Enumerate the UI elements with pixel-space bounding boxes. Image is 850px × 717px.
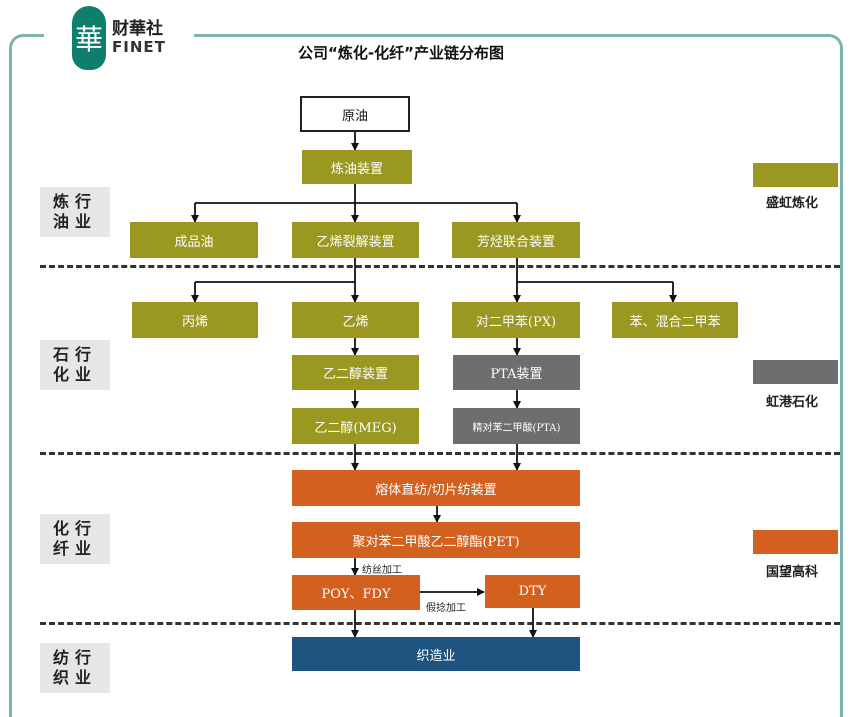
connector-lines xyxy=(191,132,677,638)
legend-label-honggang: 虹港石化 xyxy=(766,395,819,410)
sector-textile: 纺行织业 xyxy=(40,643,110,693)
diagram-title: 公司“炼化-化纤”产业链分布图 xyxy=(298,44,504,62)
node-weaving: 织造业 xyxy=(292,637,580,671)
legend-swatch-guowang xyxy=(753,530,838,554)
node-benzene-xylene: 苯、混合二甲苯 xyxy=(612,302,738,338)
brand-name-en: FINET xyxy=(112,38,166,56)
node-crude-oil: 原油 xyxy=(300,96,410,132)
node-refinery: 炼油装置 xyxy=(302,150,412,184)
node-meg: 乙二醇(MEG) xyxy=(292,408,419,444)
brand-name-cn: 财華社 xyxy=(112,19,163,39)
node-eg-unit: 乙二醇装置 xyxy=(292,355,419,390)
legend-label-guowang: 国望高科 xyxy=(766,565,819,580)
divider-3 xyxy=(40,622,840,625)
node-pet: 聚对苯二甲酸乙二醇酯(PET) xyxy=(292,522,580,558)
node-pta-unit: PTA装置 xyxy=(453,355,580,390)
node-px: 对二甲苯(PX) xyxy=(452,302,580,338)
legend-label-shenghong: 盛虹炼化 xyxy=(766,196,819,211)
node-pta: 精对苯二甲酸(PTA) xyxy=(453,408,580,444)
node-aromatics-complex: 芳烃联合装置 xyxy=(452,222,580,258)
node-ethylene: 乙烯 xyxy=(292,302,419,338)
annotation-spinning: 纺丝加工 xyxy=(362,565,402,576)
outer-frame xyxy=(9,34,843,717)
node-propylene: 丙烯 xyxy=(132,302,258,338)
sector-petrochem: 石行化业 xyxy=(40,340,110,390)
legend-swatch-honggang xyxy=(753,360,838,384)
annotation-texturing: 假捻加工 xyxy=(426,603,466,614)
sector-refining: 炼行油业 xyxy=(40,187,110,237)
node-spinning-unit: 熔体直纺/切片纺装置 xyxy=(292,470,580,506)
node-poy-fdy: POY、FDY xyxy=(292,575,420,610)
finet-seal-logo: 華 xyxy=(72,6,106,70)
divider-1 xyxy=(40,265,840,268)
node-refined-products: 成品油 xyxy=(130,222,258,258)
legend-swatch-shenghong xyxy=(753,163,838,187)
divider-2 xyxy=(40,452,840,455)
node-dty: DTY xyxy=(485,575,580,608)
node-ethylene-cracker: 乙烯裂解装置 xyxy=(292,222,419,258)
sector-fiber: 化行纤业 xyxy=(40,514,110,564)
